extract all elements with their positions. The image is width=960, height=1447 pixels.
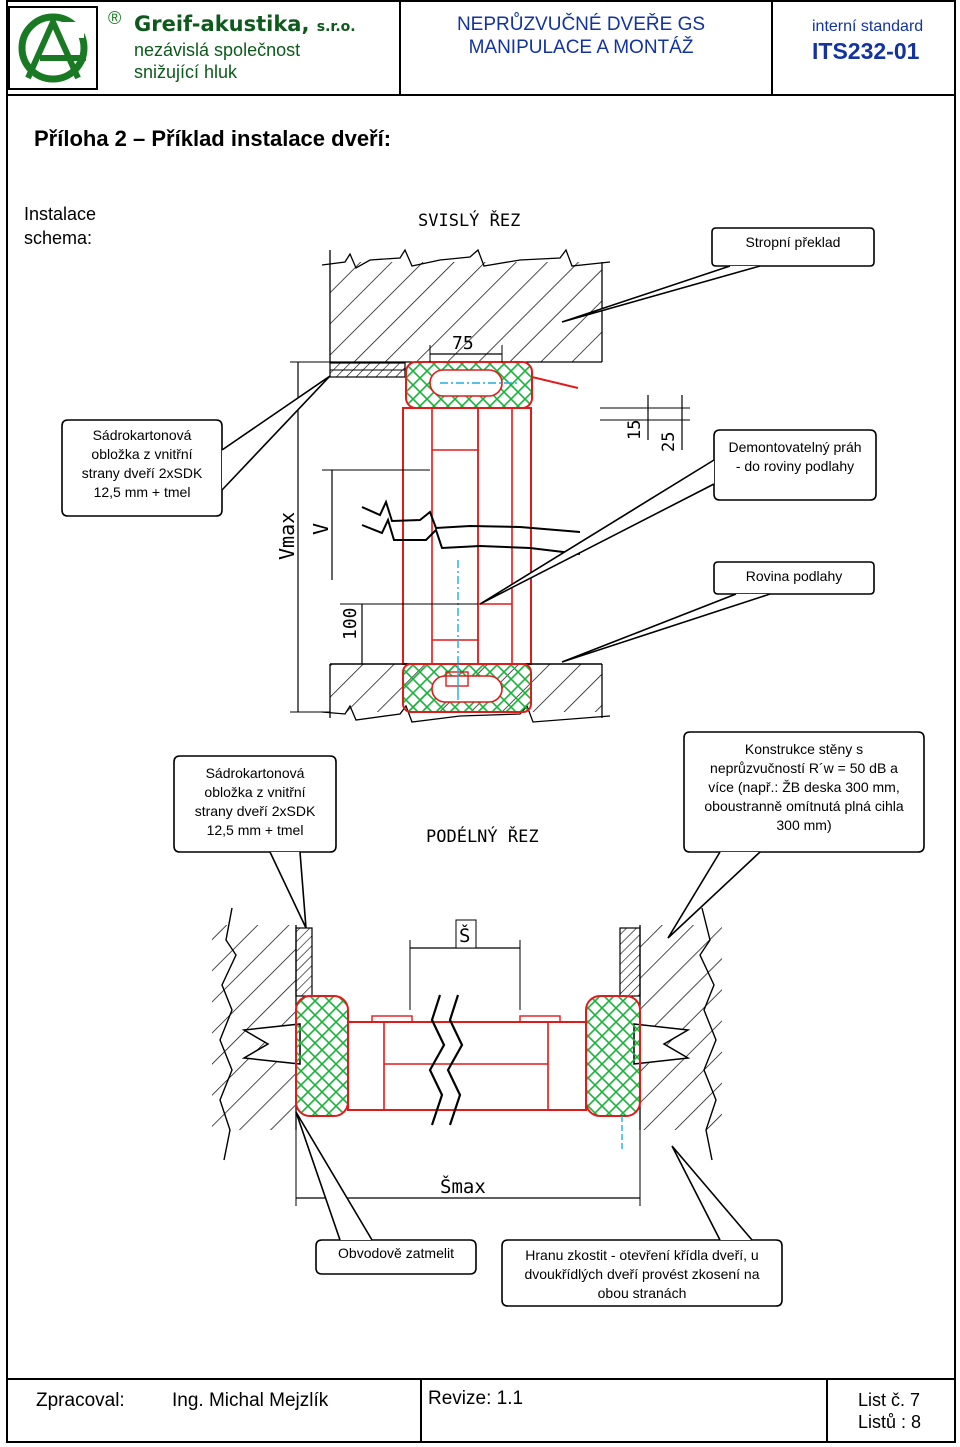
dimension-100: 100 — [340, 603, 478, 664]
callout-line: - do roviny podlahy — [735, 458, 855, 474]
dim-75-text: 75 — [452, 333, 474, 354]
dimension-15-25: 15 25 — [600, 395, 690, 452]
callout-line: více (např.: ŽB deska 300 mm, — [708, 779, 900, 795]
bubble-sadrokarton-top — [61, 419, 223, 517]
dimension-v: V — [309, 469, 430, 580]
callout-bubbles — [61, 227, 925, 1307]
company-line3: snižující hluk — [134, 62, 238, 82]
frame-right — [585, 995, 641, 1117]
wall-left — [212, 907, 313, 1161]
wall-anchors — [241, 1023, 691, 1065]
frame-left — [295, 995, 349, 1117]
callout-demontovatelny-prah: Demontovatelný práh - do roviny podlahy — [714, 434, 876, 480]
standard-code: ITS232-01 — [812, 38, 920, 64]
callout-line: obložka z vnitřní — [91, 446, 193, 462]
callout-line: 12,5 mm + tmel — [93, 484, 191, 500]
callout-line: 300 mm) — [776, 817, 832, 833]
author-name: Ing. Michal Mejzlík — [172, 1390, 329, 1411]
callout-stropni-preklad: Stropní překlad — [745, 234, 841, 250]
callout-line: dvoukřídlých dveří provést zkosení na — [524, 1266, 760, 1282]
dim-25-text: 25 — [659, 432, 679, 452]
dimension-s: Š — [409, 919, 521, 1010]
dimension-smax: Šmax — [295, 1130, 641, 1206]
callout-sadrokarton-bottom: Sádrokartonová obložka z vnitřní strany … — [174, 760, 336, 844]
sheet-number: List č. 7 — [858, 1390, 921, 1410]
callout-obvodove-zatmelit: Obvodově zatmelit — [338, 1245, 454, 1261]
company-cell — [6, 0, 401, 94]
callout-line: Konstrukce stěny s — [744, 741, 864, 757]
callout-konstrukce-steny: Konstrukce stěny s neprůzvučností R´w = … — [684, 736, 924, 839]
dim-100-text: 100 — [340, 607, 361, 640]
callout-line: Hranu zkostit - otevření křídla dveří, u — [525, 1247, 759, 1263]
threshold — [402, 663, 532, 713]
bubble-sadrokarton-bottom — [173, 755, 337, 853]
callout-line: Sádrokartonová — [92, 427, 192, 443]
company-line2: nezávislá společnost — [134, 40, 301, 60]
install-label-line2: schema: — [24, 228, 93, 248]
document-footer — [6, 1378, 956, 1443]
dim-smax-text: Šmax — [440, 1174, 486, 1198]
bubble-rovina-podlahy — [713, 561, 875, 595]
callout-rovina-podlahy: Rovina podlahy — [745, 568, 843, 584]
callout-sadrokarton-top: Sádrokartonová obložka z vnitřní strany … — [62, 422, 222, 506]
bubble-demontovatelny-prah — [713, 429, 877, 501]
drywall-lining-top — [329, 362, 406, 378]
bubble-konstrukce-steny — [683, 731, 925, 853]
door-frame-top — [405, 361, 579, 409]
callout-line: obložka z vnitřní — [204, 784, 306, 800]
dim-15-text: 15 — [625, 420, 645, 440]
title-cell — [401, 0, 773, 94]
section-longitudinal-label: PODÉLNÝ ŘEZ — [426, 825, 539, 847]
dimension-vmax: Vmax — [275, 361, 330, 713]
door-leaf-plan — [347, 994, 623, 1150]
callout-line: Sádrokartonová — [205, 765, 305, 781]
callout-line: Demontovatelný práh — [728, 439, 862, 455]
footer-divider — [420, 1380, 422, 1443]
page-title: Příloha 2 – Příklad instalace dveří: — [34, 126, 392, 151]
company-suffix: s.r.o. — [316, 19, 356, 35]
company-name: Greif-akustika, s.r.o. — [134, 12, 356, 36]
revision: Revize: 1.1 — [428, 1388, 524, 1409]
standard-label: interní standard — [812, 18, 924, 35]
company-logo — [8, 6, 98, 90]
bubble-hranu-zkostit — [501, 1239, 783, 1307]
callout-line: 12,5 mm + tmel — [206, 822, 304, 838]
sheets-total: Listů : 8 — [858, 1412, 922, 1432]
bubble-obvodove-zatmelit — [315, 1239, 477, 1275]
dimension-75: 75 — [429, 333, 503, 362]
dim-v-text: V — [309, 523, 333, 535]
company-name-text: Greif-akustika, — [134, 12, 310, 36]
door-leaf-section — [361, 407, 581, 665]
callout-line: strany dveří 2xSDK — [194, 803, 316, 819]
callout-line: oboustranně omítnutá plná cihla — [704, 798, 904, 814]
dim-s-text: Š — [459, 923, 470, 947]
callout-line: neprůzvučností R´w = 50 dB a — [710, 760, 898, 776]
doc-title-line1: NEPRŮZVUČNÉ DVEŘE GS — [456, 14, 706, 35]
dim-vmax-text: Vmax — [275, 512, 299, 560]
install-label-line1: Instalace — [24, 204, 97, 224]
wall-right — [619, 907, 722, 1161]
callout-line: strany dveří 2xSDK — [81, 465, 203, 481]
prepared-label: Zpracoval: — [36, 1390, 125, 1411]
footer-divider — [826, 1380, 828, 1443]
registered-mark: ® — [108, 8, 122, 28]
document-header — [6, 0, 956, 96]
callout-line: obou stranách — [597, 1285, 687, 1301]
bubble-stropni-preklad — [711, 227, 875, 267]
page-frame — [6, 0, 956, 1443]
doc-title-line2: MANIPULACE A MONTÁŽ — [468, 37, 694, 58]
callout-hranu-zkostit: Hranu zkostit - otevření křídla dveří, u… — [502, 1242, 782, 1307]
section-vertical-label: SVISLÝ ŘEZ — [418, 209, 520, 231]
